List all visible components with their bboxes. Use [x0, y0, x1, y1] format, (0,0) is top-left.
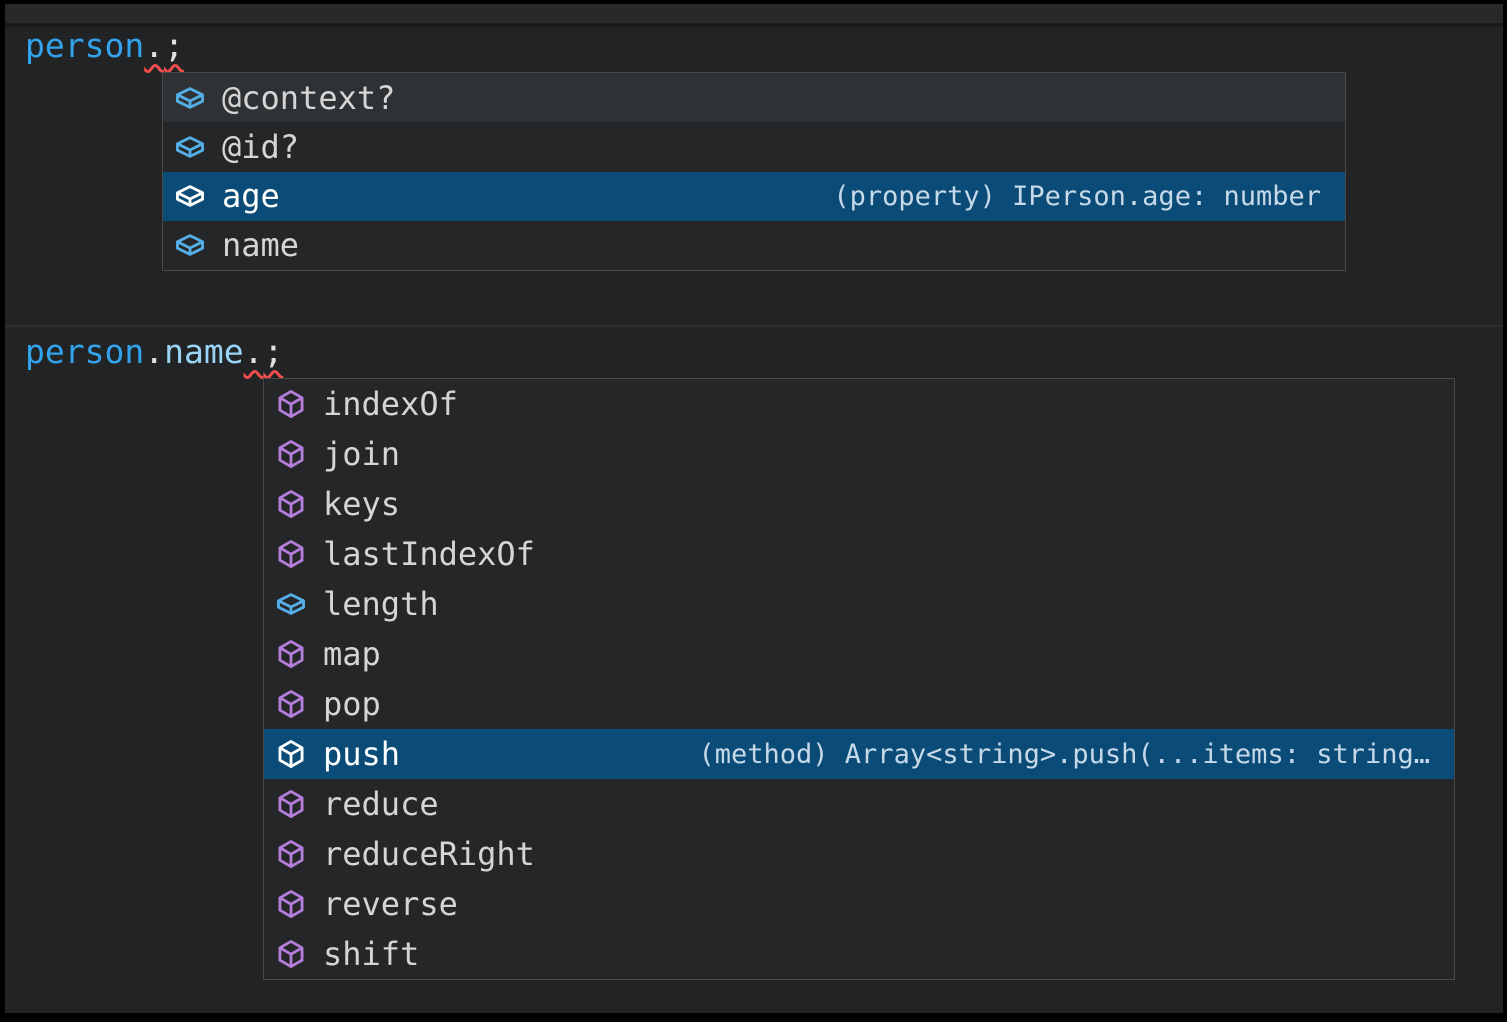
suggest-item-map[interactable]: map	[264, 629, 1454, 679]
top-divider	[5, 4, 1503, 27]
section-divider	[5, 325, 1503, 327]
suggest-item-join[interactable]: join	[264, 429, 1454, 479]
suggest-item-label: map	[323, 635, 381, 673]
symbol-method-icon	[276, 689, 306, 719]
suggest-item-age-selected[interactable]: age (property) IPerson.age: number	[163, 171, 1345, 221]
suggest-item-push-selected[interactable]: push (method) Array<string>.push(...item…	[264, 729, 1454, 779]
symbol-method-icon	[276, 889, 306, 919]
symbol-method-icon	[276, 389, 306, 419]
suggest-item-label: push	[323, 735, 401, 773]
suggest-item-label: indexOf	[323, 385, 458, 423]
symbol-field-icon	[175, 132, 205, 162]
suggest-item-reduceright[interactable]: reduceRight	[264, 829, 1454, 879]
suggest-item-lastindexof[interactable]: lastIndexOf	[264, 529, 1454, 579]
token-dot: .	[144, 332, 165, 371]
suggest-item-name[interactable]: name	[163, 221, 1345, 270]
suggest-item-label: length	[323, 585, 439, 623]
suggest-item-indexof[interactable]: indexOf	[264, 379, 1454, 429]
symbol-method-icon	[276, 939, 306, 969]
suggest-item-label: reduce	[323, 785, 439, 823]
token-semicolon-error: ;	[263, 332, 284, 371]
editor-canvas: person.; person.name.; @context? @id? ag…	[5, 4, 1503, 1013]
suggest-item-context[interactable]: @context?	[163, 73, 1345, 123]
symbol-method-icon	[276, 489, 306, 519]
symbol-field-icon	[175, 181, 205, 211]
suggest-item-label: @id?	[222, 127, 300, 166]
suggest-widget-person: @context? @id? age (property) IPerson.ag…	[162, 72, 1346, 271]
suggest-item-detail: (method) Array<string>.push(...items: st…	[698, 738, 1431, 770]
symbol-method-icon	[276, 539, 306, 569]
symbol-field-icon	[175, 230, 205, 260]
symbol-method-icon	[276, 739, 306, 769]
suggest-item-detail: (property) IPerson.age: number	[833, 180, 1321, 212]
suggest-item-label: shift	[323, 935, 420, 973]
token-semicolon-error: ;	[164, 26, 184, 65]
suggest-item-label: join	[323, 435, 401, 473]
suggest-item-label: reverse	[323, 885, 458, 923]
symbol-field-icon	[276, 589, 306, 619]
code-line-person[interactable]: person.;	[25, 26, 184, 66]
token-person: person	[25, 26, 145, 65]
suggest-widget-name: indexOf join keys lastIndexOf length map	[263, 378, 1455, 980]
suggest-item-label: keys	[323, 485, 401, 523]
token-dot-error: .	[243, 332, 264, 371]
suggest-item-reverse[interactable]: reverse	[264, 879, 1454, 929]
suggest-item-label: @context?	[222, 78, 396, 117]
suggest-item-shift[interactable]: shift	[264, 929, 1454, 979]
suggest-item-length[interactable]: length	[264, 579, 1454, 629]
suggest-item-label: reduceRight	[323, 835, 535, 873]
symbol-method-icon	[276, 789, 306, 819]
symbol-method-icon	[276, 839, 306, 869]
symbol-method-icon	[276, 639, 306, 669]
suggest-item-label: pop	[323, 685, 381, 723]
token-person: person	[25, 332, 145, 371]
suggest-item-reduce[interactable]: reduce	[264, 779, 1454, 829]
suggest-item-label: age	[222, 177, 280, 216]
suggest-item-pop[interactable]: pop	[264, 679, 1454, 729]
token-name: name	[164, 332, 244, 371]
suggest-item-keys[interactable]: keys	[264, 479, 1454, 529]
symbol-field-icon	[175, 83, 205, 113]
suggest-item-label: name	[222, 226, 300, 265]
symbol-method-icon	[276, 439, 306, 469]
code-line-person-name[interactable]: person.name.;	[25, 332, 283, 372]
suggest-item-id[interactable]: @id?	[163, 122, 1345, 171]
suggest-item-label: lastIndexOf	[323, 535, 535, 573]
token-dot-error: .	[144, 26, 165, 65]
